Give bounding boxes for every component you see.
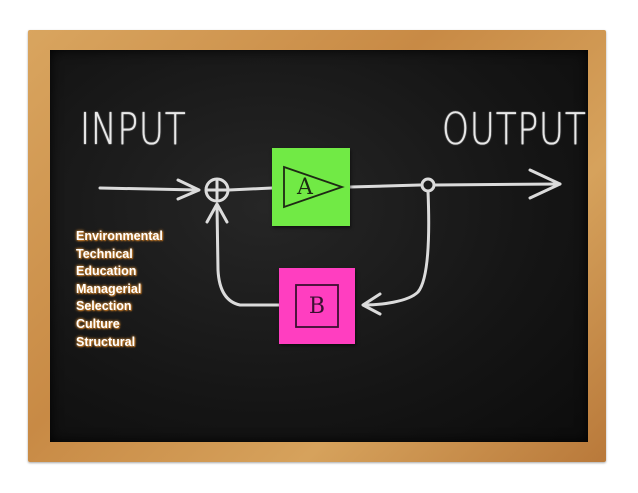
block-a-label: A xyxy=(297,174,313,200)
factor-item: Selection xyxy=(76,299,132,314)
factor-item: Culture xyxy=(76,316,120,331)
factor-item: Structural xyxy=(76,334,136,349)
factor-item: Technical xyxy=(76,246,133,261)
factor-list: Environmental Technical Education Manage… xyxy=(76,228,163,351)
block-b-label: B xyxy=(308,293,326,319)
factor-item: Environmental xyxy=(76,229,163,243)
factor-item: Managerial xyxy=(76,281,142,296)
blackboard xyxy=(50,50,588,442)
input-label: INPUT xyxy=(80,104,187,155)
factor-item: Education xyxy=(76,264,137,279)
block-a-sticky-note: A xyxy=(272,148,350,226)
amplifier-triangle-icon xyxy=(283,165,345,209)
block-b-sticky-note: B xyxy=(279,268,355,344)
output-label: OUTPUT xyxy=(442,104,587,155)
block-b-square-icon xyxy=(295,284,339,328)
